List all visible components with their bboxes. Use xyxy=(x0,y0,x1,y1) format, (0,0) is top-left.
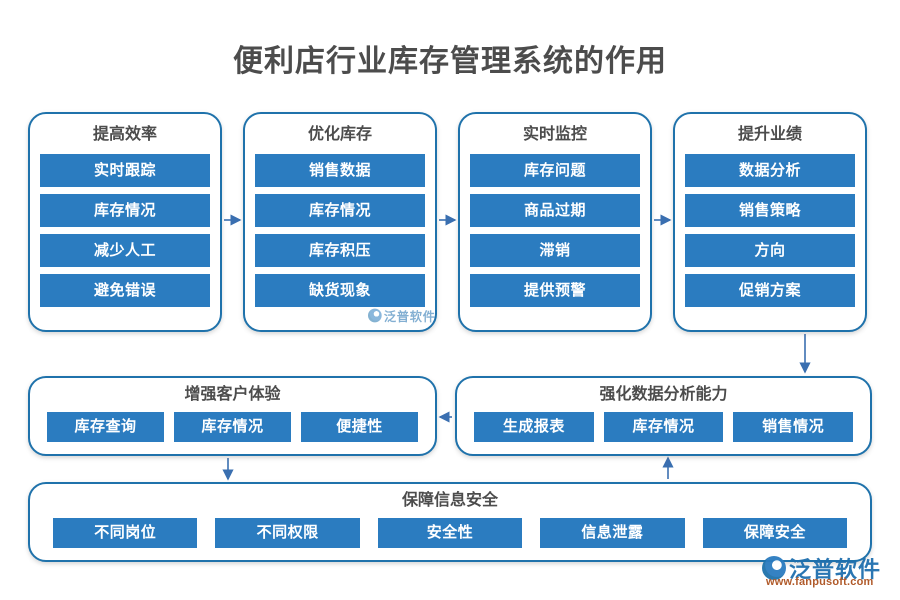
list-item[interactable]: 商品过期 xyxy=(470,194,640,227)
list-item[interactable]: 库存情况 xyxy=(603,412,724,442)
card-customer-experience[interactable]: 增强客户体验 库存查询 库存情况 便捷性 xyxy=(28,376,437,456)
list-item[interactable]: 库存问题 xyxy=(470,154,640,187)
card-title-customer-experience: 增强客户体验 xyxy=(184,386,281,403)
card-title-improve-efficiency: 提高效率 xyxy=(92,126,157,143)
card-title-realtime-monitoring: 实时监控 xyxy=(522,126,587,143)
card-title-boost-performance: 提升业绩 xyxy=(737,126,802,143)
list-item[interactable]: 不同权限 xyxy=(215,518,360,548)
page-title: 便利店行业库存管理系统的作用 xyxy=(233,45,667,78)
card-title-data-analysis: 强化数据分析能力 xyxy=(599,386,728,403)
card-data-analysis[interactable]: 强化数据分析能力 生成报表 库存情况 销售情况 xyxy=(455,376,872,456)
list-item[interactable]: 减少人工 xyxy=(40,234,210,267)
card-information-security[interactable]: 保障信息安全 不同岗位 不同权限 安全性 信息泄露 保障安全 xyxy=(28,482,872,562)
item-list: 生成报表 库存情况 销售情况 xyxy=(457,412,870,442)
list-item[interactable]: 促销方案 xyxy=(685,274,855,307)
card-boost-performance[interactable]: 提升业绩 数据分析 销售策略 方向 促销方案 xyxy=(673,112,867,332)
item-list: 库存问题 商品过期 滞销 提供预警 xyxy=(460,154,650,307)
list-item[interactable]: 销售数据 xyxy=(255,154,425,187)
item-list: 实时跟踪 库存情况 减少人工 避免错误 xyxy=(30,154,220,307)
list-item[interactable]: 库存查询 xyxy=(47,412,164,442)
list-item[interactable]: 方向 xyxy=(685,234,855,267)
list-item[interactable]: 滞销 xyxy=(470,234,640,267)
card-title-information-security: 保障信息安全 xyxy=(401,492,498,509)
list-item[interactable]: 销售策略 xyxy=(685,194,855,227)
list-item[interactable]: 实时跟踪 xyxy=(40,154,210,187)
list-item[interactable]: 便捷性 xyxy=(301,412,418,442)
card-realtime-monitoring[interactable]: 实时监控 库存问题 商品过期 滞销 提供预警 xyxy=(458,112,652,332)
item-list: 不同岗位 不同权限 安全性 信息泄露 保障安全 xyxy=(30,518,870,548)
list-item[interactable]: 信息泄露 xyxy=(540,518,685,548)
item-list: 数据分析 销售策略 方向 促销方案 xyxy=(675,154,865,307)
list-item[interactable]: 缺货现象 xyxy=(255,274,425,307)
list-item[interactable]: 销售情况 xyxy=(733,412,854,442)
watermark-url-label: www.fanpusoft.com xyxy=(766,576,874,588)
list-item[interactable]: 生成报表 xyxy=(474,412,594,442)
list-item[interactable]: 库存情况 xyxy=(40,194,210,227)
list-item[interactable]: 库存情况 xyxy=(255,194,425,227)
list-item[interactable]: 避免错误 xyxy=(40,274,210,307)
item-list: 销售数据 库存情况 库存积压 缺货现象 xyxy=(245,154,435,307)
item-list: 库存查询 库存情况 便捷性 xyxy=(30,412,435,442)
list-item[interactable]: 提供预警 xyxy=(470,274,640,307)
list-item[interactable]: 数据分析 xyxy=(685,154,855,187)
list-item[interactable]: 库存积压 xyxy=(255,234,425,267)
card-title-optimize-inventory: 优化库存 xyxy=(307,126,372,143)
card-improve-efficiency[interactable]: 提高效率 实时跟踪 库存情况 减少人工 避免错误 xyxy=(28,112,222,332)
card-optimize-inventory[interactable]: 优化库存 销售数据 库存情况 库存积压 缺货现象 xyxy=(243,112,437,332)
list-item[interactable]: 保障安全 xyxy=(702,518,848,548)
list-item[interactable]: 安全性 xyxy=(377,518,523,548)
list-item[interactable]: 不同岗位 xyxy=(53,518,198,548)
list-item[interactable]: 库存情况 xyxy=(174,412,291,442)
